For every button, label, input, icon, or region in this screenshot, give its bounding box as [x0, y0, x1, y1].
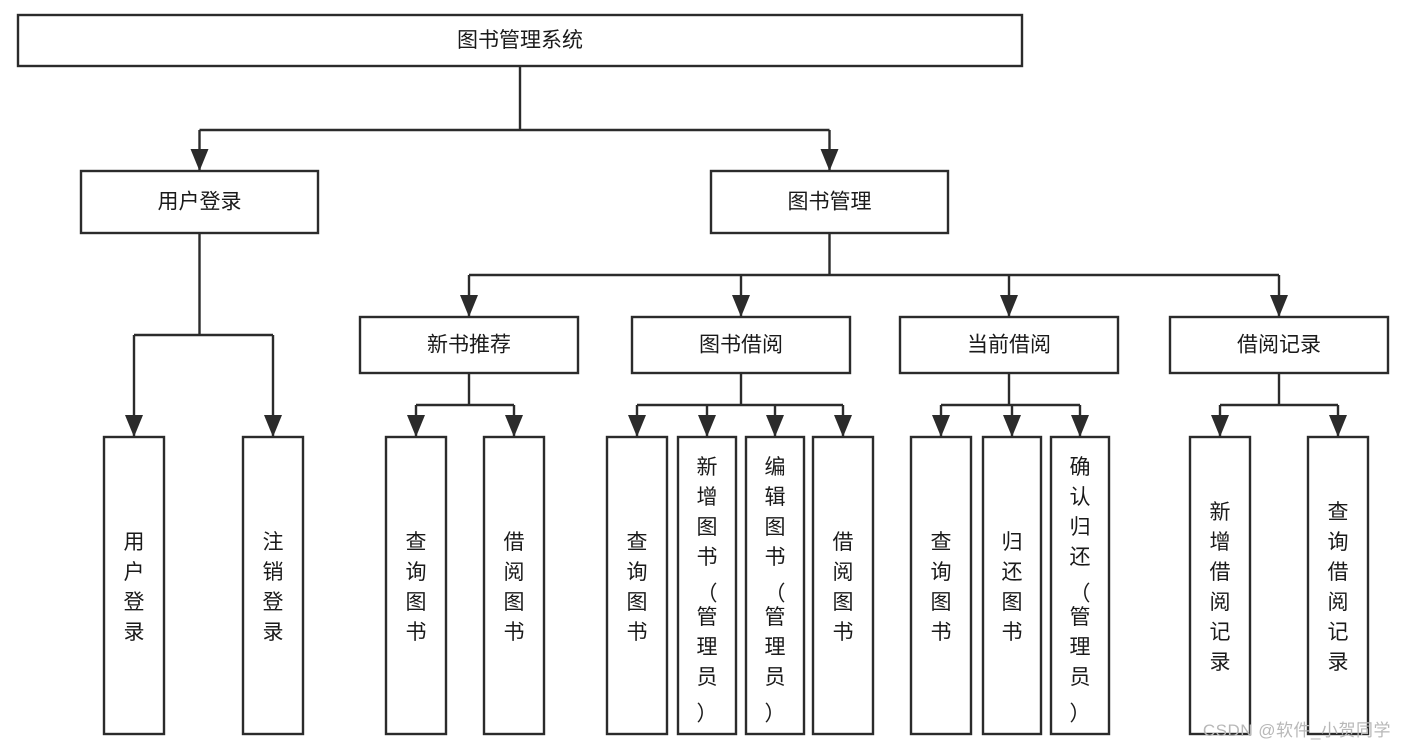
node-level3-当前借阅[interactable]: 当前借阅 — [898, 315, 1120, 375]
node-leaf-9-归还图书-box[interactable] — [981, 435, 1043, 736]
node-root-图书管理系统-label: 图书管理系统 — [457, 29, 583, 52]
node-leaf-7-借阅图书-box[interactable] — [811, 435, 875, 736]
user-login-to-leaves-arrow-1 — [264, 415, 282, 437]
node-leaf-4-查询图书[interactable]: 查询图书 — [605, 435, 669, 736]
node-level3-图书借阅-label: 图书借阅 — [699, 334, 783, 357]
node-leaf-11-新增借阅记录[interactable]: 新增借阅记录 — [1188, 435, 1252, 736]
node-leaf-2-查询图书[interactable]: 查询图书 — [384, 435, 448, 736]
book-mgmt-to-level3-arrow-1 — [732, 295, 750, 317]
node-level2-图书管理[interactable]: 图书管理 — [709, 169, 950, 235]
connectors-layer — [125, 66, 1347, 437]
book-mgmt-to-level3-arrow-0 — [460, 295, 478, 317]
level3-图书借阅-to-leaves-arrow-1 — [698, 415, 716, 437]
node-level2-图书管理-box[interactable] — [709, 169, 950, 235]
node-level3-新书推荐-label: 新书推荐 — [427, 334, 511, 357]
level3-当前借阅-to-leaves-arrow-2 — [1071, 415, 1089, 437]
node-level3-新书推荐[interactable]: 新书推荐 — [358, 315, 580, 375]
node-leaf-12-查询借阅记录[interactable]: 查询借阅记录 — [1306, 435, 1370, 736]
node-leaf-1-注销登录-box[interactable] — [241, 435, 305, 736]
csdn-watermark: CSDN @软件_小贺同学 — [1202, 721, 1391, 740]
node-leaf-10-确认归还管理员-label: 确认归还（管理员） — [1070, 456, 1091, 726]
node-leaf-3-借阅图书-box[interactable] — [482, 435, 546, 736]
level3-新书推荐-to-leaves-arrow-0 — [407, 415, 425, 437]
node-leaf-3-借阅图书[interactable]: 借阅图书 — [482, 435, 546, 736]
node-leaf-4-查询图书-box[interactable] — [605, 435, 669, 736]
node-leaf-9-归还图书[interactable]: 归还图书 — [981, 435, 1043, 736]
node-leaf-10-确认归还管理员-box[interactable] — [1049, 435, 1111, 736]
node-leaf-12-查询借阅记录-label: 查询借阅记录 — [1328, 501, 1349, 674]
node-root-图书管理系统[interactable]: 图书管理系统 — [16, 13, 1024, 68]
node-leaf-0-用户登录[interactable]: 用户登录 — [102, 435, 166, 736]
node-level3-当前借阅-box[interactable] — [898, 315, 1120, 375]
node-level3-借阅记录[interactable]: 借阅记录 — [1168, 315, 1390, 375]
node-leaf-8-查询图书-box[interactable] — [909, 435, 973, 736]
node-leaf-8-查询图书[interactable]: 查询图书 — [909, 435, 973, 736]
book-mgmt-to-level3-arrow-2 — [1000, 295, 1018, 317]
node-level3-当前借阅-label: 当前借阅 — [967, 334, 1051, 357]
node-level2-用户登录-label: 用户登录 — [158, 191, 242, 214]
node-leaf-7-借阅图书[interactable]: 借阅图书 — [811, 435, 875, 736]
node-level2-图书管理-label: 图书管理 — [788, 191, 872, 214]
node-leaf-11-新增借阅记录-label: 新增借阅记录 — [1210, 501, 1231, 674]
level3-图书借阅-to-leaves-arrow-3 — [834, 415, 852, 437]
level3-当前借阅-to-leaves-arrow-0 — [932, 415, 950, 437]
user-login-to-leaves-arrow-0 — [125, 415, 143, 437]
level3-新书推荐-to-leaves-arrow-1 — [505, 415, 523, 437]
node-level3-新书推荐-box[interactable] — [358, 315, 580, 375]
node-leaf-4-查询图书-label: 查询图书 — [627, 531, 648, 644]
node-leaf-0-用户登录-label: 用户登录 — [124, 531, 145, 644]
node-leaf-2-查询图书-box[interactable] — [384, 435, 448, 736]
root-to-level2-arrow-1 — [820, 149, 839, 171]
node-leaf-1-注销登录[interactable]: 注销登录 — [241, 435, 305, 736]
nodes-layer: 图书管理系统用户登录图书管理新书推荐图书借阅当前借阅借阅记录用户登录注销登录查询… — [16, 13, 1390, 736]
node-leaf-5-新增图书管理员[interactable]: 新增图书（管理员） — [676, 435, 738, 736]
node-leaf-0-用户登录-box[interactable] — [102, 435, 166, 736]
node-level3-图书借阅[interactable]: 图书借阅 — [630, 315, 852, 375]
node-leaf-5-新增图书管理员-box[interactable] — [676, 435, 738, 736]
node-leaf-8-查询图书-label: 查询图书 — [931, 531, 952, 644]
node-root-图书管理系统-box[interactable] — [16, 13, 1024, 68]
level3-图书借阅-to-leaves-arrow-0 — [628, 415, 646, 437]
node-leaf-2-查询图书-label: 查询图书 — [406, 531, 427, 644]
root-to-level2-arrow-0 — [190, 149, 209, 171]
level3-图书借阅-to-leaves-arrow-2 — [766, 415, 784, 437]
level3-借阅记录-to-leaves-arrow-1 — [1329, 415, 1347, 437]
node-leaf-7-借阅图书-label: 借阅图书 — [833, 531, 854, 644]
node-leaf-12-查询借阅记录-box[interactable] — [1306, 435, 1370, 736]
node-level3-借阅记录-label: 借阅记录 — [1237, 334, 1321, 357]
node-level3-借阅记录-box[interactable] — [1168, 315, 1390, 375]
node-leaf-6-编辑图书管理员-label: 编辑图书（管理员） — [765, 456, 786, 726]
node-leaf-6-编辑图书管理员-box[interactable] — [744, 435, 806, 736]
book-mgmt-to-level3-arrow-3 — [1270, 295, 1288, 317]
node-leaf-6-编辑图书管理员[interactable]: 编辑图书（管理员） — [744, 435, 806, 736]
node-level2-用户登录-box[interactable] — [79, 169, 320, 235]
node-leaf-5-新增图书管理员-label: 新增图书（管理员） — [697, 456, 718, 726]
node-leaf-1-注销登录-label: 注销登录 — [263, 531, 284, 644]
node-leaf-3-借阅图书-label: 借阅图书 — [504, 531, 525, 644]
node-level3-图书借阅-box[interactable] — [630, 315, 852, 375]
level3-借阅记录-to-leaves-arrow-0 — [1211, 415, 1229, 437]
node-level2-用户登录[interactable]: 用户登录 — [79, 169, 320, 235]
node-leaf-9-归还图书-label: 归还图书 — [1002, 531, 1023, 644]
node-leaf-10-确认归还管理员[interactable]: 确认归还（管理员） — [1049, 435, 1111, 736]
level3-当前借阅-to-leaves-arrow-1 — [1003, 415, 1021, 437]
node-leaf-11-新增借阅记录-box[interactable] — [1188, 435, 1252, 736]
